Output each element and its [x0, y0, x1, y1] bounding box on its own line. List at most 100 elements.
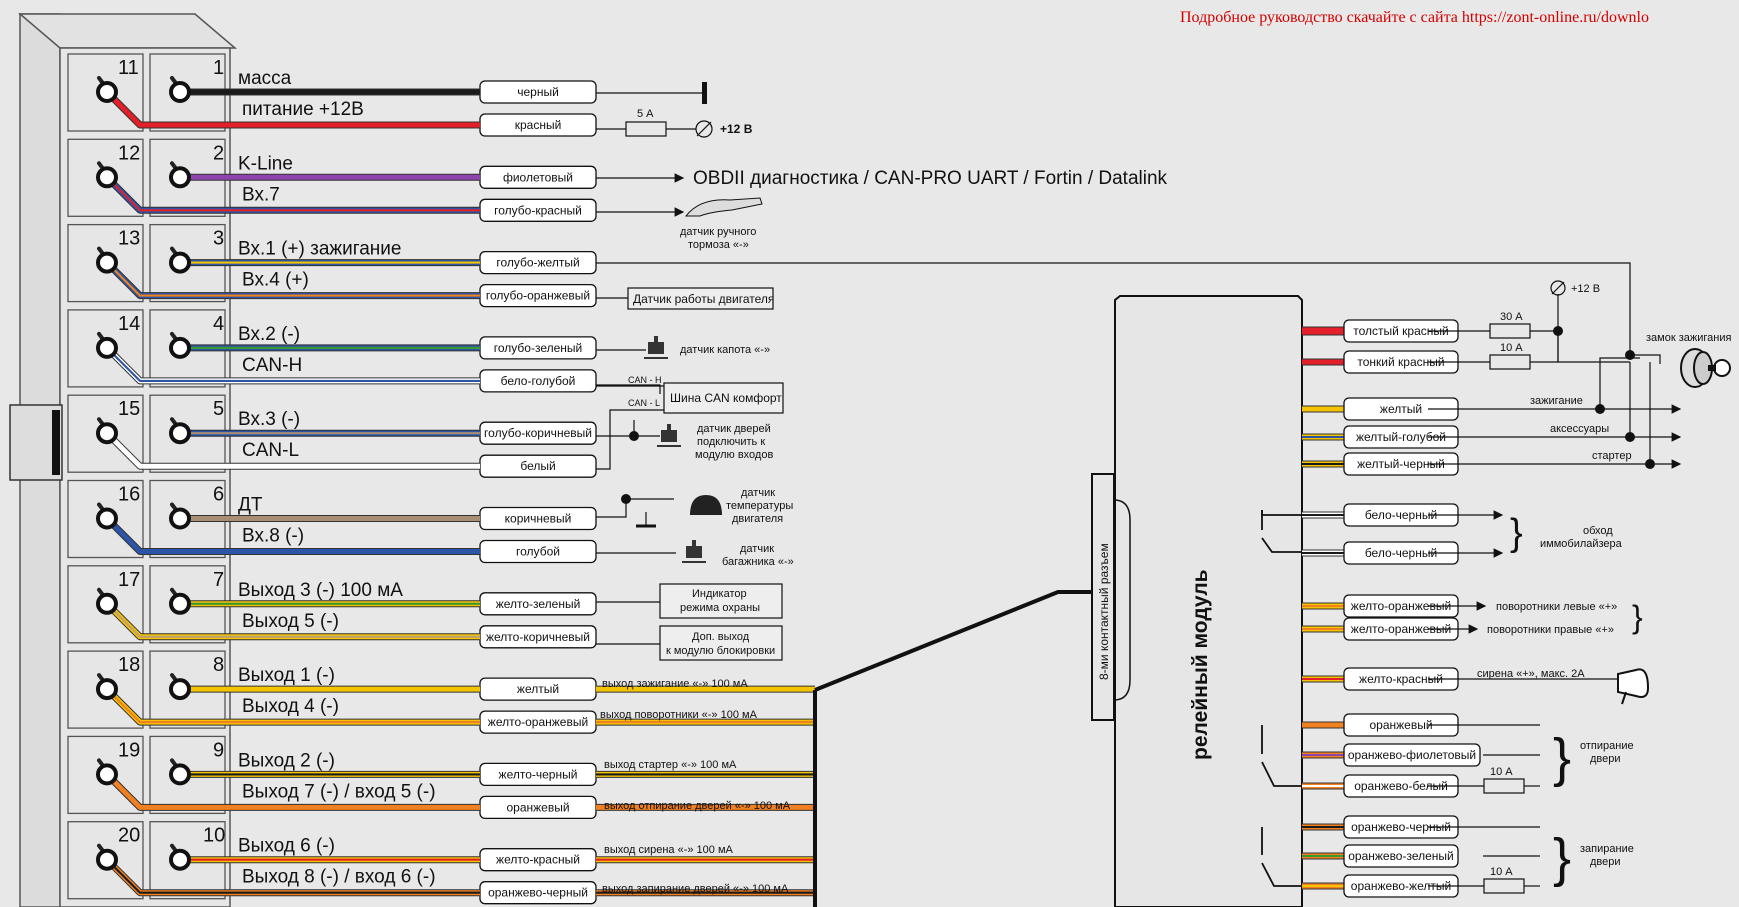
signal-label: Выход 2 (-)	[238, 750, 335, 771]
svg-text:желто-черный: желто-черный	[499, 767, 578, 781]
pin-number-5: 5	[213, 398, 224, 420]
accessories-label: аксессуары	[1550, 423, 1609, 435]
svg-text:тонкий красный: тонкий красный	[1357, 355, 1444, 369]
extra-out-1: Доп. выход	[692, 631, 750, 643]
pin-number-4: 4	[213, 313, 224, 335]
signal-label: Вх.8 (-)	[242, 526, 304, 547]
signal-label: Вх.2 (-)	[238, 324, 300, 345]
out-lock: выход запирание дверей «-» 100 мА	[602, 883, 789, 895]
signal-label: Выход 6 (-)	[238, 836, 335, 857]
wire-color-tag: оранжево-черный	[479, 881, 597, 905]
terminal-icon	[169, 166, 191, 189]
relay-wire-tag: оранжево-черный	[1343, 815, 1459, 839]
pin-number-15: 15	[118, 398, 140, 420]
engine-run-label: Датчик работы двигателя	[633, 292, 774, 306]
pin-number-16: 16	[118, 484, 140, 506]
pin-number-7: 7	[213, 569, 224, 591]
signal-label: питание +12В	[242, 99, 364, 120]
svg-text:желто-красный: желто-красный	[1359, 672, 1443, 686]
signal-label: Выход 5 (-)	[242, 611, 339, 632]
pin-number-1: 1	[213, 57, 224, 79]
svg-text:бело-голубой: бело-голубой	[501, 374, 576, 388]
svg-text:оранжевый: оранжевый	[506, 800, 569, 814]
svg-text:коричневый: коричневый	[505, 512, 572, 526]
relay-plus12: +12 В	[1571, 283, 1600, 295]
turn-right-label: поворотники правые «+»	[1487, 624, 1614, 636]
download-note: Подробное руководство скачайте с сайта h…	[1180, 9, 1649, 26]
pin-number-6: 6	[213, 484, 224, 506]
lock-label-1: запирание	[1580, 843, 1634, 855]
immo-label-1: обход	[1583, 525, 1613, 537]
svg-text:желто-оранжевый: желто-оранжевый	[488, 715, 588, 729]
can-l-tag: CAN - L	[628, 398, 660, 408]
svg-text:желто-оранжевый: желто-оранжевый	[1351, 622, 1451, 636]
svg-text:бело-черный: бело-черный	[1365, 546, 1437, 560]
relay-wire-tag: оранжевый	[1343, 713, 1459, 737]
can-h-tag: CAN - H	[628, 375, 662, 385]
lock-label-2: двери	[1590, 856, 1621, 868]
svg-text:оранжево-зеленый: оранжево-зеленый	[1348, 849, 1454, 863]
ign-wire-to-lock	[596, 262, 1631, 352]
pin-number-2: 2	[213, 142, 224, 164]
wire-color-tag: голубо-желтый	[479, 250, 597, 275]
relay-wire-tag: желто-оранжевый	[1343, 594, 1459, 618]
svg-text:желтый-черный: желтый-черный	[1357, 457, 1445, 471]
svg-text:оранжевый: оранжевый	[1369, 718, 1432, 732]
pin-number-14: 14	[118, 313, 140, 335]
signal-label: Вх.3 (-)	[238, 409, 300, 430]
relay-title: релейный модуль	[1189, 569, 1212, 760]
svg-text:толстый красный: толстый красный	[1353, 324, 1448, 338]
terminal-icon	[96, 507, 118, 530]
svg-text:желто-оранжевый: желто-оранжевый	[1351, 599, 1451, 613]
wire-color-tag: голубо-коричневый	[479, 421, 597, 445]
out-siren: выход сирена «-» 100 мА	[604, 844, 734, 856]
wire-color-tag: желто-оранжевый	[479, 710, 597, 734]
svg-text:голубо-коричневый: голубо-коричневый	[484, 426, 592, 440]
svg-text:желто-коричневый: желто-коричневый	[486, 630, 590, 644]
terminal-icon	[96, 422, 118, 445]
relay-wire-tag: толстый красный	[1343, 319, 1459, 343]
svg-text:голубо-оранжевый: голубо-оранжевый	[486, 289, 590, 303]
terminal-icon	[169, 336, 191, 359]
terminal-icon	[96, 678, 118, 701]
trunk-sensor-icon	[682, 540, 706, 563]
wire-color-tag: коричневый	[479, 506, 597, 531]
wire-color-tag: белый	[479, 454, 597, 478]
svg-text:голубо-красный: голубо-красный	[494, 203, 582, 217]
wire-color-tag: голубо-зеленый	[479, 336, 597, 360]
signal-label: Выход 1 (-)	[238, 665, 335, 686]
hood-sensor-icon	[644, 336, 668, 359]
terminal-icon	[169, 422, 191, 445]
svg-text:желто-красный: желто-красный	[496, 853, 580, 867]
relay-wire-tag: оранжево-фиолетовый	[1343, 743, 1481, 767]
guard-ind-2: режима охраны	[680, 602, 760, 614]
svg-text:белый: белый	[520, 459, 555, 473]
siren-icon	[1617, 668, 1650, 705]
unlock-brace: }	[1553, 728, 1571, 788]
svg-text:оранжево-черный: оранжево-черный	[1351, 820, 1451, 834]
svg-text:желтый-голубой: желтый-голубой	[1356, 430, 1446, 444]
wire-color-tag: желто-черный	[479, 762, 597, 787]
temp-sensor-icon	[690, 495, 722, 515]
handbrake-label-2: тормоза «-»	[688, 239, 749, 251]
svg-text:бело-черный: бело-черный	[1365, 508, 1437, 522]
signal-label: Вх.1 (+) зажигание	[238, 239, 401, 260]
obd-label: OBDII диагностика / CAN-PRO UART / Forti…	[693, 168, 1168, 189]
relay-wire-tag: оранжево-зеленый	[1343, 844, 1459, 868]
terminal-icon	[169, 251, 191, 274]
starter-label: стартер	[1592, 450, 1632, 462]
pin-number-13: 13	[118, 228, 140, 250]
out-turn: выход поворотники «-» 100 мА	[600, 709, 758, 721]
guard-ind-1: Индикатор	[692, 588, 747, 600]
terminal-icon	[169, 592, 191, 615]
wire-color-tag: желтый	[479, 677, 597, 701]
pin-number-11: 11	[118, 57, 139, 79]
fuse-5a-label: 5 А	[637, 108, 654, 120]
doors-label-2: подключить к	[697, 436, 765, 448]
temp-label-3: двигателя	[732, 513, 783, 525]
signal-label: Выход 4 (-)	[242, 696, 339, 717]
wire-color-tag: желто-коричневый	[479, 625, 597, 649]
